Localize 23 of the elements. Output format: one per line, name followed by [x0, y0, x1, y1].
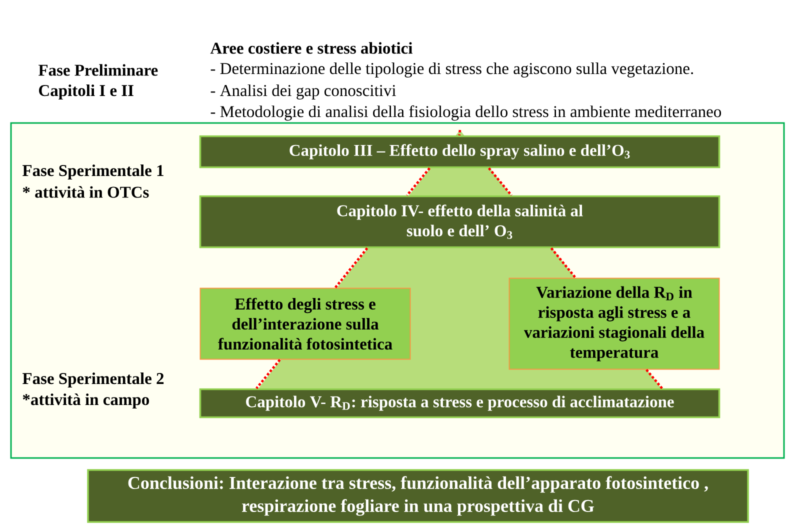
chapter-box: Capitolo III – Effetto dello spray salino e dell’O$_{3}$	[199, 135, 720, 168]
conclusion-box: Conclusioni: Interazione tra stress, funzionalità dell’apparato fotosintetico , respirazione fogliare in una prospettiva di CG	[87, 469, 749, 523]
bullet-text: - Metodologie di analisi della fisiologia dello stress in ambiente mediterraneo	[210, 105, 722, 121]
dotted-line	[256, 358, 281, 390]
dotted-line	[334, 247, 368, 288]
heading: Aree costiere e stress abiotici	[210, 42, 412, 54]
side-label: * attività in OTCs	[22, 186, 149, 198]
side-label: Fase Sperimentale 1	[22, 164, 164, 180]
side-label: Fase Sperimentale 2	[22, 372, 164, 388]
dotted-line	[488, 167, 512, 196]
dotted-line	[646, 368, 663, 390]
side-label: *attività in campo	[22, 394, 149, 408]
side-label: Capitoli I e II	[39, 84, 134, 100]
chapter-box: Capitolo IV- effetto della salinità al suolo e dell’ O$_{3}$	[199, 195, 720, 248]
topic-box: Variazione della R$_{D}$ in risposta agli stress e a variazioni stagionali della temperatura	[508, 278, 720, 370]
chapter-box: Capitolo V- R$_{D}$: risposta a stress e processo di acclimatazione	[199, 388, 720, 418]
dotted-line	[550, 247, 576, 278]
topic-box: Effetto degli stress e dell’interazione sulla funzionalità fotosintetica	[200, 288, 411, 360]
bullet-text: - Determinazione delle tipologie di stress che agiscono sulla vegetazione.	[210, 62, 694, 78]
side-label: Fase Preliminare	[38, 64, 158, 76]
dotted-line	[406, 167, 431, 196]
dotted-line	[458, 130, 462, 136]
bullet-text: - Analisi dei gap conoscitivi	[210, 84, 396, 100]
